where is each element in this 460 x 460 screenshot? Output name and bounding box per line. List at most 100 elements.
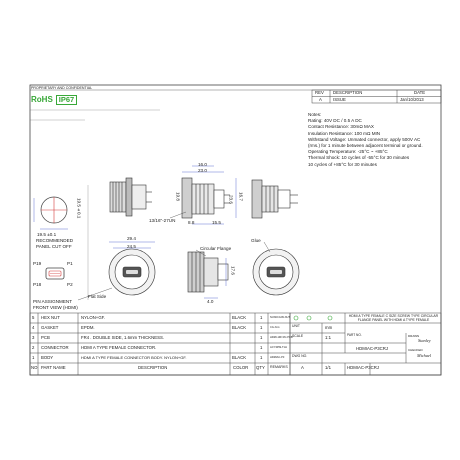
bom-qty: 1 xyxy=(260,345,263,350)
pin-assignment-drawing xyxy=(45,267,65,280)
panel-cutout-drawing xyxy=(33,196,68,230)
dim-8-8: 8.8 xyxy=(188,220,195,225)
bom-no: 1 xyxy=(32,355,35,360)
bom-header-color: COLOR xyxy=(233,365,249,370)
cutout-width-label: 19.5 ±0.1 xyxy=(37,232,57,237)
ip-rating-text: IP67 xyxy=(55,94,78,105)
title-block-grid xyxy=(289,312,442,376)
thread-spec: 13/16"-27UN xyxy=(149,218,176,223)
bom-part: CONNECTOR xyxy=(41,345,69,350)
dim-23: 23.0 xyxy=(198,168,207,173)
pin-assignment-label: PIN ASSIGNMENT xyxy=(33,299,73,304)
bom-desc: HDMI A TYPE FEMALE CONNECTOR. xyxy=(81,345,157,350)
dim-17-6: 17.6 xyxy=(230,266,236,275)
part-no-value: HDMIAC-P3CRJ xyxy=(356,346,388,351)
title-block-marks xyxy=(293,315,333,321)
bom-table-grid xyxy=(29,312,291,376)
dim-16-7: 16.7 xyxy=(238,192,244,201)
panel-cutout-label: PANEL CUT OFF xyxy=(36,244,72,249)
bom-part: HEX NUT xyxy=(41,315,60,320)
rev-date-header: DATE xyxy=(414,90,426,95)
bom-remarks: HDMIAC-P3 xyxy=(270,356,285,359)
note-line: Rating: 40V DC / 0.5 A DC xyxy=(308,118,362,124)
bom-remarks: ACY3059-T1H xyxy=(270,346,287,349)
bom-qty: 1 xyxy=(260,355,263,360)
part-no-label: PART NO. xyxy=(347,333,362,337)
bom-no: 3 xyxy=(32,335,35,340)
rev-desc-header: DESCRIPTION xyxy=(333,90,363,95)
drawn-signature: Stanley xyxy=(418,338,431,343)
bom-desc: HDMI A TYPE FEMALE CONNECTOR BODY. NYLON… xyxy=(81,355,187,360)
notes-block: Notes: Rating: 40V DC / 0.5 A DC Contact… xyxy=(308,112,423,168)
notes-title: Notes: xyxy=(308,112,322,117)
note-line: (rms.) for 1 minute between adjacent ter… xyxy=(308,143,423,149)
bom-header-remarks: REMARKS xyxy=(270,365,288,369)
front-view-label: FRONT VIEW (HDMI) xyxy=(33,305,78,310)
bom-qty: 1 xyxy=(260,315,263,320)
dim-19-8: 19.8 xyxy=(175,192,181,201)
dim-15-5: 15.5 xyxy=(212,220,221,225)
note-line: 10 cycles of +85°C for 30 minutes xyxy=(308,161,377,167)
dim-29-4: 29.4 xyxy=(127,236,136,241)
unit-value: mm xyxy=(325,325,333,330)
bom-qty: 1 xyxy=(260,325,263,330)
note-line: Insulation Resistance: 100 mΩ MIN xyxy=(308,130,381,136)
note-line: Withstand Voltage: Unmated connector, ap… xyxy=(308,136,421,142)
pin-p18: P18 xyxy=(33,282,42,287)
note-line: Contact Resistance: 30mΩ MAX xyxy=(308,124,374,130)
revision-table-grid xyxy=(311,89,442,104)
checked-signature: Michael xyxy=(417,353,432,358)
checked-label: CHECKED xyxy=(408,348,423,352)
pin-p1: P1 xyxy=(67,261,73,266)
rev-header: REV xyxy=(315,90,324,95)
bom-remarks: NUNI/CG09-NUT xyxy=(270,316,291,319)
rev-desc-value: ISSUE xyxy=(333,96,346,102)
dwg-label: DWG NO. xyxy=(292,354,308,358)
bom-header-part: PART NAME xyxy=(41,365,66,370)
bom-color: BLACK xyxy=(232,355,247,360)
bom-part: GASKET xyxy=(41,325,59,330)
dim-23-6: 23.6 xyxy=(228,195,234,204)
bom-header-no: NO xyxy=(31,365,38,370)
bom-header-qty: QTY xyxy=(256,365,265,370)
rev-date-value: Jan/10/2013 xyxy=(400,96,424,102)
unit-label: UNIT xyxy=(292,324,300,328)
bom-remarks: HDMI-19F RG PCB xyxy=(270,336,293,339)
dim-24-5: 24.5 xyxy=(127,244,136,249)
bom-desc: NYLON+GF. xyxy=(81,315,105,320)
rohs-text: RoHS xyxy=(31,95,53,104)
side-view-exploded xyxy=(109,177,152,217)
bom-desc: FR4 . DOUBLE SIDE, 1.6mm THICKNESS. xyxy=(81,335,165,340)
front-view-glue xyxy=(252,248,300,296)
bom-no: 5 xyxy=(32,315,35,320)
rev-letter: A xyxy=(301,365,304,370)
scale-label: SCALE xyxy=(292,334,304,338)
cutout-height-label: 19.5±0.1 xyxy=(76,198,82,219)
note-line: Operating Temperature: -25°C ~ +85°C xyxy=(308,149,388,155)
bom-color: BLACK xyxy=(232,325,247,330)
dim-16: 16.0 xyxy=(198,162,207,167)
bom-no: 4 xyxy=(32,325,35,330)
drawn-label: DRAWN xyxy=(408,334,420,338)
pin-p19: P19 xyxy=(33,261,42,266)
dwg-no-value: HDMIAC-P3CRJ xyxy=(347,365,379,370)
flat-side-label: Flat Side xyxy=(88,294,107,299)
dim-4-0: 4.0 xyxy=(207,299,214,304)
circular-flange-label: Circular Flange xyxy=(200,246,232,251)
bom-no: 2 xyxy=(32,345,35,350)
drawing-title: HDMI A TYPE FEMALE C SIZE SCREW TYPE CIR… xyxy=(348,314,439,322)
bom-qty: 1 xyxy=(260,335,263,340)
bom-desc: EPDM. xyxy=(81,325,95,330)
bom-part: PCB xyxy=(41,335,50,340)
recommended-label: RECOMMENDED xyxy=(36,238,74,243)
sheet-value: 1/1 xyxy=(325,365,331,370)
side-view-threaded xyxy=(181,165,237,225)
glue-label: Glue xyxy=(251,238,261,243)
front-view-flange xyxy=(108,241,156,296)
bom-color: BLACK xyxy=(232,315,247,320)
rohs-badge: RoHS IP67 xyxy=(31,94,78,105)
bom-header-desc: DESCRIPTION xyxy=(138,365,168,370)
front-view-mounted xyxy=(187,251,229,299)
note-line: Thermal Shock: 10 cycles of -55°C for 30… xyxy=(308,155,410,161)
